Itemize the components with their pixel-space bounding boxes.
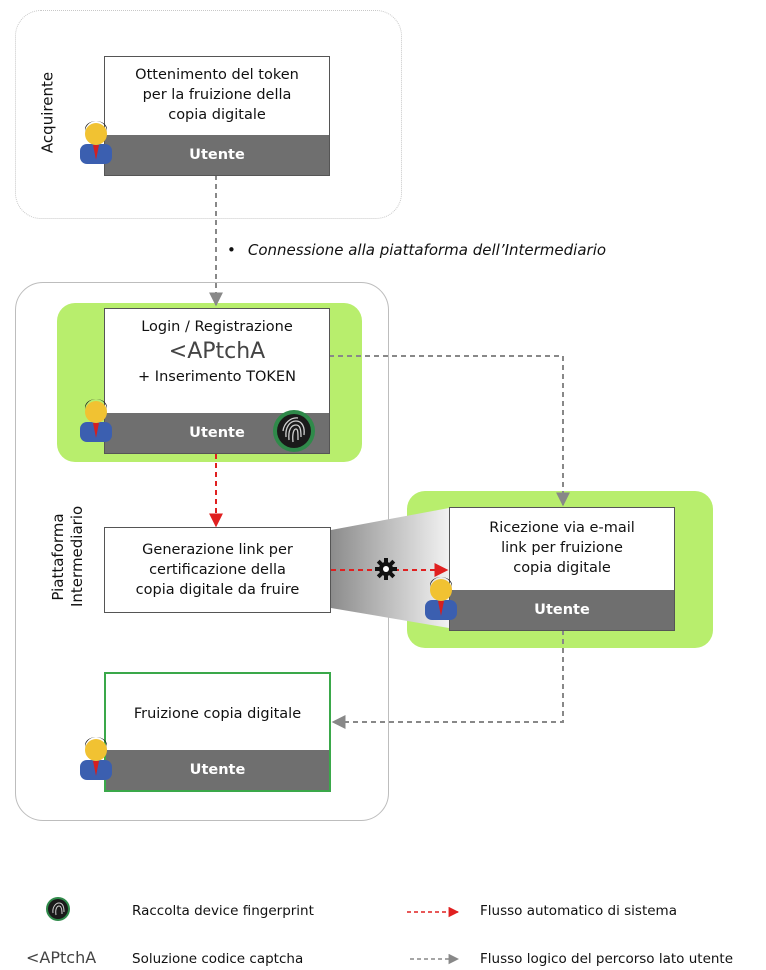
captcha-legend-icon: <APtchA	[26, 948, 97, 967]
box-fruizione-copia: Fruizione copia digitale Utente	[104, 672, 331, 792]
note-bullet: •	[227, 241, 236, 259]
box-login-text: Login / Registrazione <APtchA + Inserime…	[105, 317, 329, 387]
box-login-registrazione: Login / Registrazione <APtchA + Inserime…	[104, 308, 330, 454]
box-generazione-link: Generazione link per certificazione dell…	[104, 527, 331, 613]
note-text: Connessione alla piattaforma dell’Interm…	[247, 241, 607, 259]
box-token-text: Ottenimento del token per la fruizione d…	[135, 67, 299, 123]
box-ricezione-email: Ricezione via e-mail link per fruizione …	[449, 507, 675, 631]
legend-auto-flow-label: Flusso automatico di sistema	[480, 903, 677, 919]
legend-user-flow-label: Flusso logico del percorso lato utente	[480, 951, 734, 967]
box-fruizione-text: Fruizione copia digitale	[133, 706, 302, 722]
role-bar-utente: Utente	[105, 413, 329, 453]
box-ottenimento-token: Ottenimento del token per la fruizione d…	[104, 56, 330, 176]
role-bar-utente: Utente	[450, 590, 674, 630]
arrow-ricezione-to-fruizione	[331, 630, 564, 729]
arrow-login-to-ricezione	[329, 355, 570, 507]
gear-icon	[375, 558, 397, 580]
box-ricezione-text: Ricezione via e-mail link per fruizione …	[489, 520, 635, 576]
role-bar-utente: Utente	[105, 135, 329, 175]
captcha-logo: <APtchA	[168, 339, 266, 364]
legend-fingerprint-label: Raccolta device fingerprint	[132, 903, 314, 919]
connection-note: • Connessione alla piattaforma dell’Inter…	[227, 241, 606, 259]
legend-captcha-label: Soluzione codice captcha	[132, 951, 304, 967]
lane-acquirente	[15, 10, 402, 219]
box-generazione-text: Generazione link per certificazione dell…	[135, 542, 300, 598]
role-bar-utente: Utente	[106, 750, 329, 790]
